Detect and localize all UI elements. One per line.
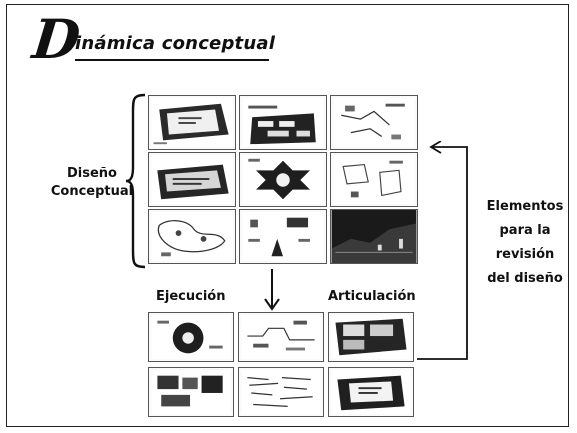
left-label: Diseño Conceptual bbox=[37, 165, 147, 201]
thumbnail-5-image bbox=[242, 154, 324, 205]
left-label-line-1: Diseño bbox=[67, 166, 117, 181]
right-label-line-2: para la bbox=[499, 223, 551, 238]
thumbnail-4-image bbox=[151, 154, 233, 205]
down-arrow bbox=[264, 269, 280, 311]
left-label-line-2: Conceptual bbox=[50, 184, 134, 199]
thumbnail-12 bbox=[328, 312, 414, 362]
thumbnail-8-image bbox=[242, 211, 324, 262]
thumbnail-6 bbox=[330, 152, 418, 207]
articulation-label: Articulación bbox=[328, 289, 416, 304]
thumbnail-7-image bbox=[151, 211, 233, 262]
concept-thumbnail-grid bbox=[148, 95, 418, 265]
thumbnail-7 bbox=[148, 209, 236, 264]
right-label-line-3: revisión bbox=[495, 247, 555, 262]
thumbnail-5 bbox=[239, 152, 327, 207]
thumbnail-2-image bbox=[242, 97, 324, 148]
right-label: Elementos para la revisión del diseño bbox=[477, 195, 573, 291]
execution-label: Ejecución bbox=[156, 289, 226, 304]
thumbnail-1-image bbox=[151, 97, 233, 148]
thumbnail-15 bbox=[328, 367, 414, 417]
thumbnail-13-image bbox=[151, 369, 231, 415]
execution-thumbnail-grid bbox=[148, 312, 416, 418]
title-text: inámica conceptual bbox=[75, 33, 276, 54]
slide-frame: D inámica conceptual Diseño Conceptual bbox=[6, 4, 569, 427]
thumbnail-11-image bbox=[241, 314, 321, 360]
thumbnail-14-image bbox=[241, 369, 321, 415]
title-underline bbox=[75, 59, 269, 61]
thumbnail-15-image bbox=[331, 369, 411, 415]
thumbnail-10 bbox=[148, 312, 234, 362]
thumbnail-9 bbox=[330, 209, 418, 264]
thumbnail-1 bbox=[148, 95, 236, 150]
thumbnail-4 bbox=[148, 152, 236, 207]
thumbnail-6-image bbox=[333, 154, 415, 205]
thumbnail-10-image bbox=[151, 314, 231, 360]
slide-title: D inámica conceptual bbox=[30, 7, 275, 71]
thumbnail-9-image bbox=[331, 210, 417, 263]
feedback-arrow bbox=[417, 141, 468, 360]
thumbnail-11 bbox=[238, 312, 324, 362]
right-label-line-1: Elementos bbox=[486, 199, 564, 214]
thumbnail-8 bbox=[239, 209, 327, 264]
thumbnail-3 bbox=[330, 95, 418, 150]
thumbnail-3-image bbox=[333, 97, 415, 148]
thumbnail-2 bbox=[239, 95, 327, 150]
right-label-line-4: del diseño bbox=[487, 271, 563, 286]
left-curly-brace bbox=[125, 93, 146, 269]
thumbnail-13 bbox=[148, 367, 234, 417]
thumbnail-12-image bbox=[331, 314, 411, 360]
thumbnail-14 bbox=[238, 367, 324, 417]
